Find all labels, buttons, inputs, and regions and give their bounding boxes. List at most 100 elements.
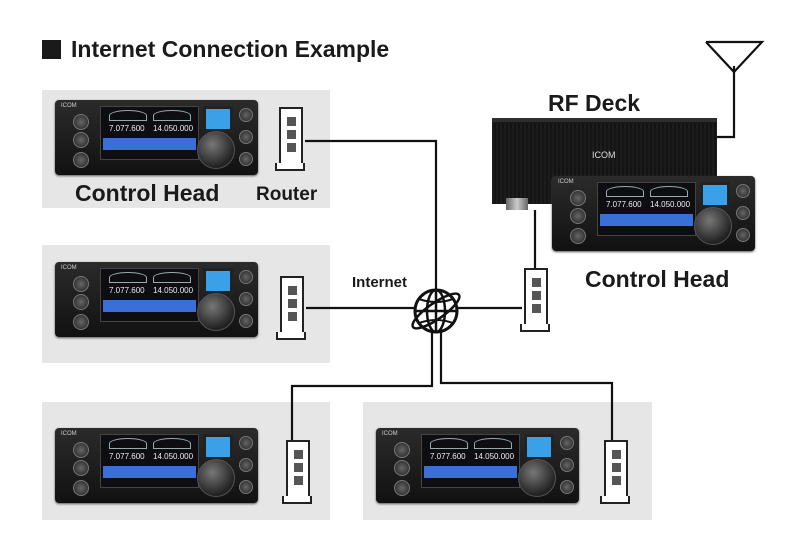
radio-right-knob <box>239 436 253 450</box>
radio-logo: ICOM <box>382 431 398 437</box>
router-body <box>279 107 303 167</box>
radio-left-knob <box>73 152 89 168</box>
radio-logo: ICOM <box>558 179 574 185</box>
router-body <box>604 440 628 500</box>
router-port <box>294 463 303 472</box>
router-port <box>288 299 297 308</box>
radio-right-knob <box>736 184 750 198</box>
router-base <box>276 332 306 340</box>
radio-freq-main: 7.077.600 <box>109 286 145 295</box>
radio-spectrum-bar <box>103 300 196 312</box>
radio-right-knob <box>560 436 574 450</box>
radio-spectrum-bar <box>103 466 196 478</box>
router-port <box>287 143 296 152</box>
radio-sub-display <box>203 434 233 460</box>
router-body <box>524 268 548 328</box>
radio-meter <box>109 438 147 449</box>
radio-freq-sub: 14.050.000 <box>474 452 515 461</box>
radio-main-dial <box>197 293 235 331</box>
radio-meter <box>153 438 191 449</box>
radio-right-knob <box>239 152 253 166</box>
router-icon <box>520 268 550 334</box>
antenna-icon <box>705 40 765 74</box>
radio-logo: ICOM <box>61 431 77 437</box>
radio-left-knob <box>73 460 89 476</box>
radio-sub-display <box>203 106 233 132</box>
radio-left-knob <box>73 480 89 496</box>
router-port <box>288 312 297 321</box>
radio-right-knob <box>560 458 574 472</box>
radio-freq-main: 7.077.600 <box>430 452 466 461</box>
deck-logo: ICOM <box>592 150 616 160</box>
globe-icon <box>411 288 461 334</box>
radio-freq-main: 7.077.600 <box>109 124 145 133</box>
router-port <box>612 476 621 485</box>
radio-freq-sub: 14.050.000 <box>153 452 194 461</box>
radio-right-knob <box>239 130 253 144</box>
radio-left-knob <box>394 480 410 496</box>
router-icon <box>276 276 306 342</box>
radio-left-knob <box>570 190 586 206</box>
control-head-radio: ICOM 7.077.600 14.050.000 <box>55 262 258 337</box>
deck-knob <box>506 198 528 210</box>
router-port <box>294 476 303 485</box>
radio-meter <box>650 186 688 197</box>
radio-left-knob <box>73 442 89 458</box>
router-port <box>287 117 296 126</box>
router-port <box>532 291 541 300</box>
line-antenna <box>717 66 736 139</box>
radio-meter <box>474 438 512 449</box>
rf-deck-label: RF Deck <box>548 90 641 116</box>
radio-logo: ICOM <box>61 103 77 109</box>
radio-meter <box>153 110 191 121</box>
router-base <box>520 324 550 332</box>
radio-meter <box>430 438 468 449</box>
line-station3 <box>290 330 434 442</box>
radio-logo: ICOM <box>61 265 77 271</box>
radio-meter <box>109 110 147 121</box>
radio-sub-display <box>203 268 233 294</box>
radio-right-knob <box>736 206 750 220</box>
radio-right-knob <box>239 458 253 472</box>
internet-label: Internet <box>352 274 408 291</box>
radio-screen: 7.077.600 14.050.000 <box>421 434 520 488</box>
radio-left-knob <box>394 460 410 476</box>
radio-spectrum-bar <box>103 138 196 150</box>
radio-main-dial <box>197 459 235 497</box>
radio-left-knob <box>73 132 89 148</box>
radio-right-knob <box>239 314 253 328</box>
radio-right-knob <box>239 480 253 494</box>
radio-left-knob <box>394 442 410 458</box>
router-port <box>294 450 303 459</box>
title-text: Internet Connection Example <box>71 36 390 62</box>
radio-main-dial <box>197 131 235 169</box>
remote-control-head-label: Control Head <box>585 266 730 292</box>
radio-left-knob <box>73 314 89 330</box>
router-port <box>532 278 541 287</box>
line-station1 <box>305 139 438 292</box>
router-port <box>612 463 621 472</box>
radio-main-dial <box>518 459 556 497</box>
radio-freq-sub: 14.050.000 <box>650 200 691 209</box>
radio-spectrum-bar <box>600 214 693 226</box>
radio-meter <box>153 272 191 283</box>
radio-left-knob <box>73 276 89 292</box>
radio-sub-display <box>524 434 554 460</box>
router-label: Router <box>256 184 318 205</box>
radio-sub-display <box>700 182 730 208</box>
radio-spectrum-bar <box>424 466 517 478</box>
router-port <box>287 130 296 139</box>
router-body <box>280 276 304 336</box>
radio-right-knob <box>239 292 253 306</box>
radio-left-knob <box>73 114 89 130</box>
square-bullet-icon <box>42 40 61 59</box>
radio-freq-sub: 14.050.000 <box>153 286 194 295</box>
router-base <box>600 496 630 504</box>
